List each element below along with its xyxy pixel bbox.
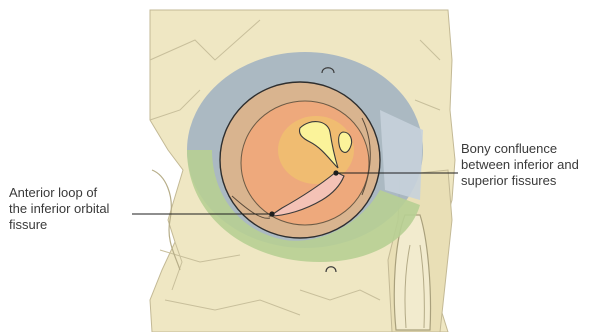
pointer-dot-anterior-loop (269, 211, 274, 216)
label-bony-confluence-line-1: Bony confluence (461, 141, 579, 157)
pointer-dot-bony-confluence (333, 170, 338, 175)
label-anterior-loop-line-1: Anterior loop of (9, 185, 109, 201)
label-anterior-loop-line-2: the inferior orbital (9, 201, 109, 217)
label-bony-confluence-line-2: between inferior and (461, 157, 579, 173)
label-anterior-loop-line-3: fissure (9, 217, 109, 233)
label-bony-confluence: Bony confluence between inferior and sup… (461, 141, 579, 189)
label-anterior-loop: Anterior loop of the inferior orbital fi… (9, 185, 109, 233)
optic-canal (339, 132, 352, 152)
label-bony-confluence-line-3: superior fissures (461, 173, 579, 189)
